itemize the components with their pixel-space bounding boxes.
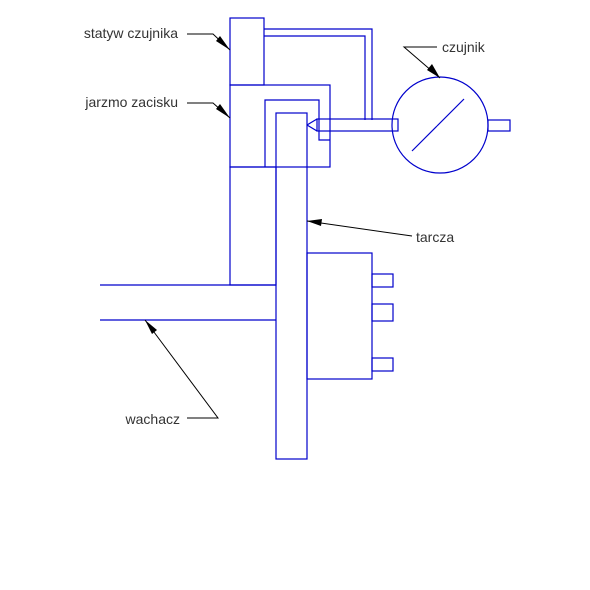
leader-jarzmo (187, 102, 231, 119)
vertical-arm (229, 166, 277, 286)
disc-plate (275, 112, 308, 460)
label-jarzmo-zacisku: jarzmo zacisku (84, 94, 178, 110)
leader-czujnik (402, 46, 441, 79)
label-czujnik: czujnik (442, 39, 486, 55)
label-tarcza: tarcza (416, 229, 454, 245)
leader-wachacz (144, 319, 219, 419)
leader-statyw (187, 33, 231, 51)
label-wachacz: wachacz (125, 411, 180, 427)
indicator-stand (229, 17, 373, 120)
dial-indicator (306, 76, 511, 174)
hub-block (306, 252, 394, 380)
leader-tarcza (306, 219, 413, 237)
rocker-arm (100, 284, 276, 321)
label-statyw-czujnika: statyw czujnika (84, 25, 178, 41)
clamp-yoke (229, 84, 331, 168)
